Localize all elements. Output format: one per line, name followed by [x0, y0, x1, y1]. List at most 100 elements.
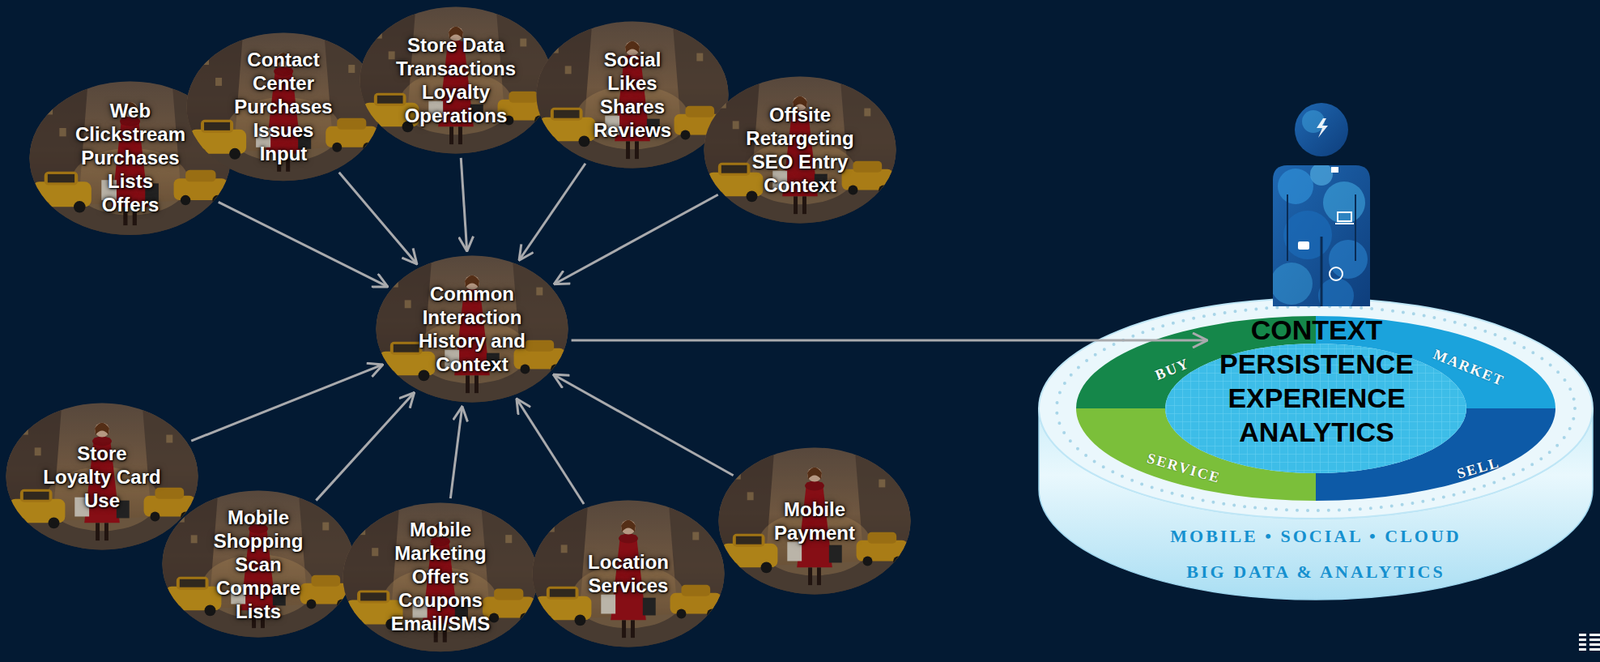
icon-laptop [1337, 212, 1352, 222]
street-background [718, 446, 911, 595]
flow-arrow [450, 406, 462, 499]
person-mosaic [1270, 162, 1368, 314]
shade [5, 402, 199, 550]
platform-side-label: MOBILE • SOCIAL • CLOUD [1170, 525, 1461, 547]
logo-stripe [1578, 633, 1587, 636]
ring-segment-label: SELL [1455, 453, 1503, 482]
platform-core-node: CONTEXT PERSISTENCE EXPERIENCE ANALYTICS [1212, 309, 1422, 452]
shade [703, 76, 897, 224]
logo-stripe [1578, 647, 1587, 651]
street-photo [718, 446, 911, 595]
icon-square [1331, 166, 1339, 173]
node-text: Common Interaction History and Context [416, 281, 528, 376]
flow-arrow [339, 172, 418, 264]
person-figure [1270, 102, 1371, 314]
logo-stripe [1578, 638, 1587, 641]
shade [718, 446, 911, 595]
logo-stripe [1589, 647, 1600, 651]
photo-ellipse [531, 499, 725, 647]
logo-stripes [1578, 633, 1600, 651]
leg-seam [1320, 236, 1324, 307]
street-background [703, 76, 897, 224]
shade [531, 499, 725, 647]
street-background [531, 499, 725, 647]
photo-ellipse [536, 21, 729, 169]
street-background [186, 32, 381, 182]
node-text: Location Services [583, 549, 673, 597]
icon-globe [1329, 267, 1343, 281]
mosaic-dot [1283, 210, 1332, 260]
flow-arrow [553, 374, 733, 476]
platform-top [1038, 297, 1593, 519]
node-text: CONTEXT PERSISTENCE EXPERIENCE ANALYTICS [1215, 312, 1418, 449]
rim-dots [1056, 306, 1575, 511]
photo-ellipse [718, 446, 911, 595]
photo-ellipse-node: Mobile Payment [718, 446, 911, 595]
shade [342, 502, 538, 652]
logo-stripe [1589, 633, 1600, 636]
arm-seam [1354, 194, 1357, 261]
photo-ellipse-node: Store Data Transactions Loyalty Operatio… [359, 6, 553, 154]
street-photo [161, 489, 355, 638]
label-holder: MARKET [1430, 345, 1507, 390]
flow-arrow [553, 194, 718, 284]
ring-segment-label: BUY [1153, 354, 1193, 384]
street-photo [359, 6, 553, 154]
shade [186, 32, 381, 182]
photo-ellipse [703, 76, 897, 224]
photo-ellipse [375, 255, 569, 403]
street-background [375, 255, 569, 403]
shade [359, 6, 553, 154]
photo-ellipse-node: Mobile Shopping Scan Compare Lists [161, 489, 355, 638]
street-background [359, 6, 553, 154]
node-text: Store Loyalty Card Use [42, 441, 163, 512]
street-photo [342, 502, 538, 652]
node-text: Mobile Shopping Scan Compare Lists [209, 505, 308, 623]
flow-arrow [516, 398, 584, 504]
street-photo [536, 21, 729, 169]
node-text: Social Likes Shares Reviews [589, 47, 676, 142]
label-holder: BUY [1153, 354, 1193, 384]
photo-ellipse-node: Store Loyalty Card Use [5, 402, 199, 550]
flow-arrow [519, 163, 586, 261]
mosaic-dot [1270, 262, 1313, 305]
photo-ellipse-node: Contact Center Purchases Issues Input [186, 32, 381, 182]
street-photo [531, 499, 725, 647]
icon-bolt [1316, 118, 1328, 138]
logo-stripe [1589, 638, 1600, 641]
shade [161, 489, 355, 638]
node-text: Web Clickstream Purchases Lists Offers [71, 98, 190, 217]
shade [375, 255, 569, 403]
mosaic-dot [1323, 181, 1366, 224]
icon-chat [1297, 241, 1310, 250]
ring-segment-label: MARKET [1430, 345, 1507, 390]
mosaic-dot [1328, 239, 1368, 279]
label-holder: SERVICE [1144, 449, 1223, 487]
photo-ellipse-node: Common Interaction History and Context [375, 255, 569, 403]
street-background [5, 402, 199, 550]
connectors [191, 157, 1208, 504]
street-background [161, 489, 355, 638]
arm-seam [1286, 194, 1289, 261]
flow-arrow [218, 201, 388, 287]
street-background [342, 502, 538, 652]
photo-ellipse [359, 6, 553, 154]
street-photo [375, 255, 569, 403]
label-holder: SELL [1455, 453, 1503, 482]
label-holder: MOBILE • SOCIAL • CLOUD [1170, 525, 1461, 547]
mosaic-dot [1310, 162, 1333, 186]
mosaic-dot [1318, 277, 1354, 314]
photo-ellipse-node: Social Likes Shares Reviews [536, 21, 729, 169]
node-text: Store Data Transactions Loyalty Operatio… [392, 33, 520, 128]
node-text: Mobile Payment [770, 497, 860, 545]
node-text: Contact Center Purchases Issues Input [229, 47, 337, 166]
label-holder: BIG DATA & ANALYTICS [1186, 561, 1445, 583]
photo-ellipse-node: Offsite Retargeting SEO Entry Context [703, 76, 897, 224]
logo-stripe [1589, 642, 1600, 646]
street-photo [703, 76, 897, 224]
flow-arrow [571, 339, 1208, 342]
icon-laptop-base [1335, 222, 1354, 225]
flow-arrow [460, 157, 468, 252]
shade [536, 21, 729, 169]
